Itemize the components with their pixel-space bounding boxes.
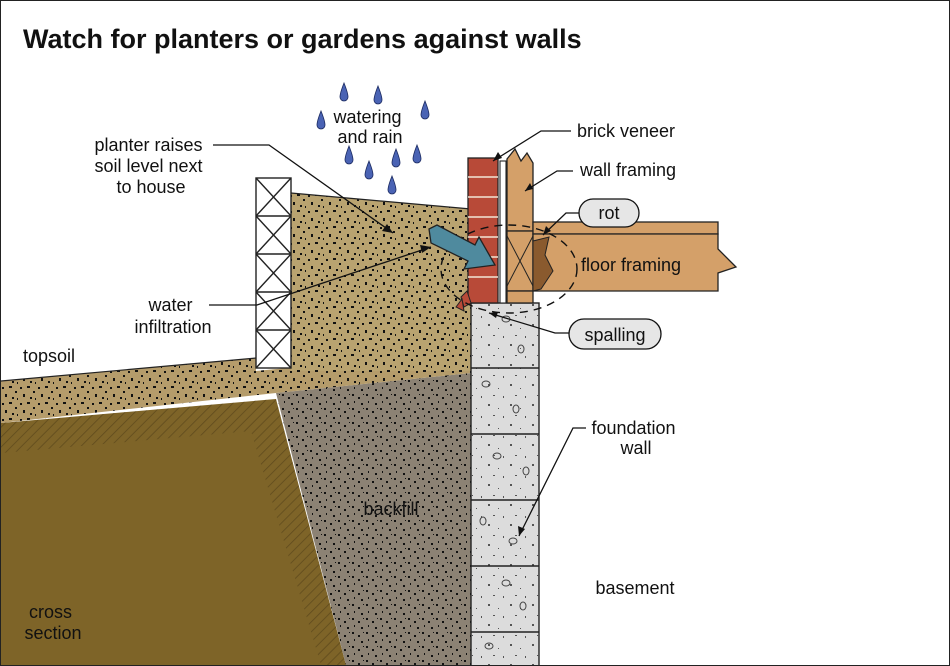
label-planter-line-2: soil level next [94, 156, 202, 176]
label-floor-framing: floor framing [581, 255, 681, 275]
infiltration-leader [209, 246, 432, 306]
rot-callout: rot [578, 198, 640, 228]
label-watering-line-2: and rain [337, 127, 402, 147]
label-foundation-wall-line-1: foundation [591, 418, 675, 438]
rain-drop [391, 147, 401, 168]
rain-drop [420, 99, 430, 120]
label-rot: rot [598, 203, 619, 223]
spalling-leader [488, 312, 569, 334]
foundation-leader [518, 427, 586, 537]
label-watering-line-1: watering [332, 107, 401, 127]
backfill [276, 373, 471, 665]
label-planter-line-3: to house [116, 177, 185, 197]
planter-soil [290, 192, 472, 371]
water-infiltration-arrow [428, 224, 497, 270]
label-topsoil: topsoil [23, 346, 75, 366]
label-water-infiltration-line-2: infiltration [134, 317, 211, 337]
label-water-infiltration-line-1: water [147, 295, 192, 315]
label-cross-section-line-2: section [24, 623, 81, 643]
label-water-infiltration: water infiltration [134, 295, 211, 337]
rot-leader [542, 212, 579, 236]
label-backfill: backfill [363, 499, 418, 519]
rain-drop [387, 174, 397, 195]
label-wall-framing: wall framing [579, 160, 676, 180]
label-cross-section: cross section [24, 602, 81, 643]
spalling-callout: spalling [568, 318, 662, 350]
wall-sheathing [499, 160, 507, 304]
label-cross-section-line-1: cross [29, 602, 72, 622]
label-basement: basement [595, 578, 674, 598]
label-planter-line-1: planter raises [94, 135, 202, 155]
label-brick-veneer: brick veneer [577, 121, 675, 141]
brick-veneer [455, 157, 499, 312]
wall-framing [506, 147, 534, 304]
planter-lattice [255, 177, 292, 369]
rain-drop [364, 159, 374, 180]
label-foundation-wall: foundation wall [591, 418, 680, 458]
rain-drop [339, 81, 349, 102]
label-planter: planter raises soil level next to house [94, 135, 207, 197]
damage-zone-outline [440, 224, 578, 314]
wall-framing-leader [524, 170, 573, 192]
label-watering: watering and rain [332, 107, 406, 147]
brick-veneer-leader [492, 130, 571, 162]
label-foundation-wall-line-2: wall [619, 438, 651, 458]
leader-lines [209, 130, 586, 537]
rain-drop [344, 144, 354, 165]
diagram-title: Watch for planters or gardens against wa… [23, 24, 582, 54]
rain-drop [316, 109, 326, 130]
floor-framing [532, 221, 738, 292]
rain-drop [373, 84, 383, 105]
foundation-wall [470, 302, 540, 665]
rain-drops [316, 81, 430, 195]
rain-drop [412, 143, 422, 164]
undisturbed-soil [1, 399, 346, 665]
label-spalling: spalling [584, 325, 645, 345]
planter-leader [213, 144, 394, 234]
